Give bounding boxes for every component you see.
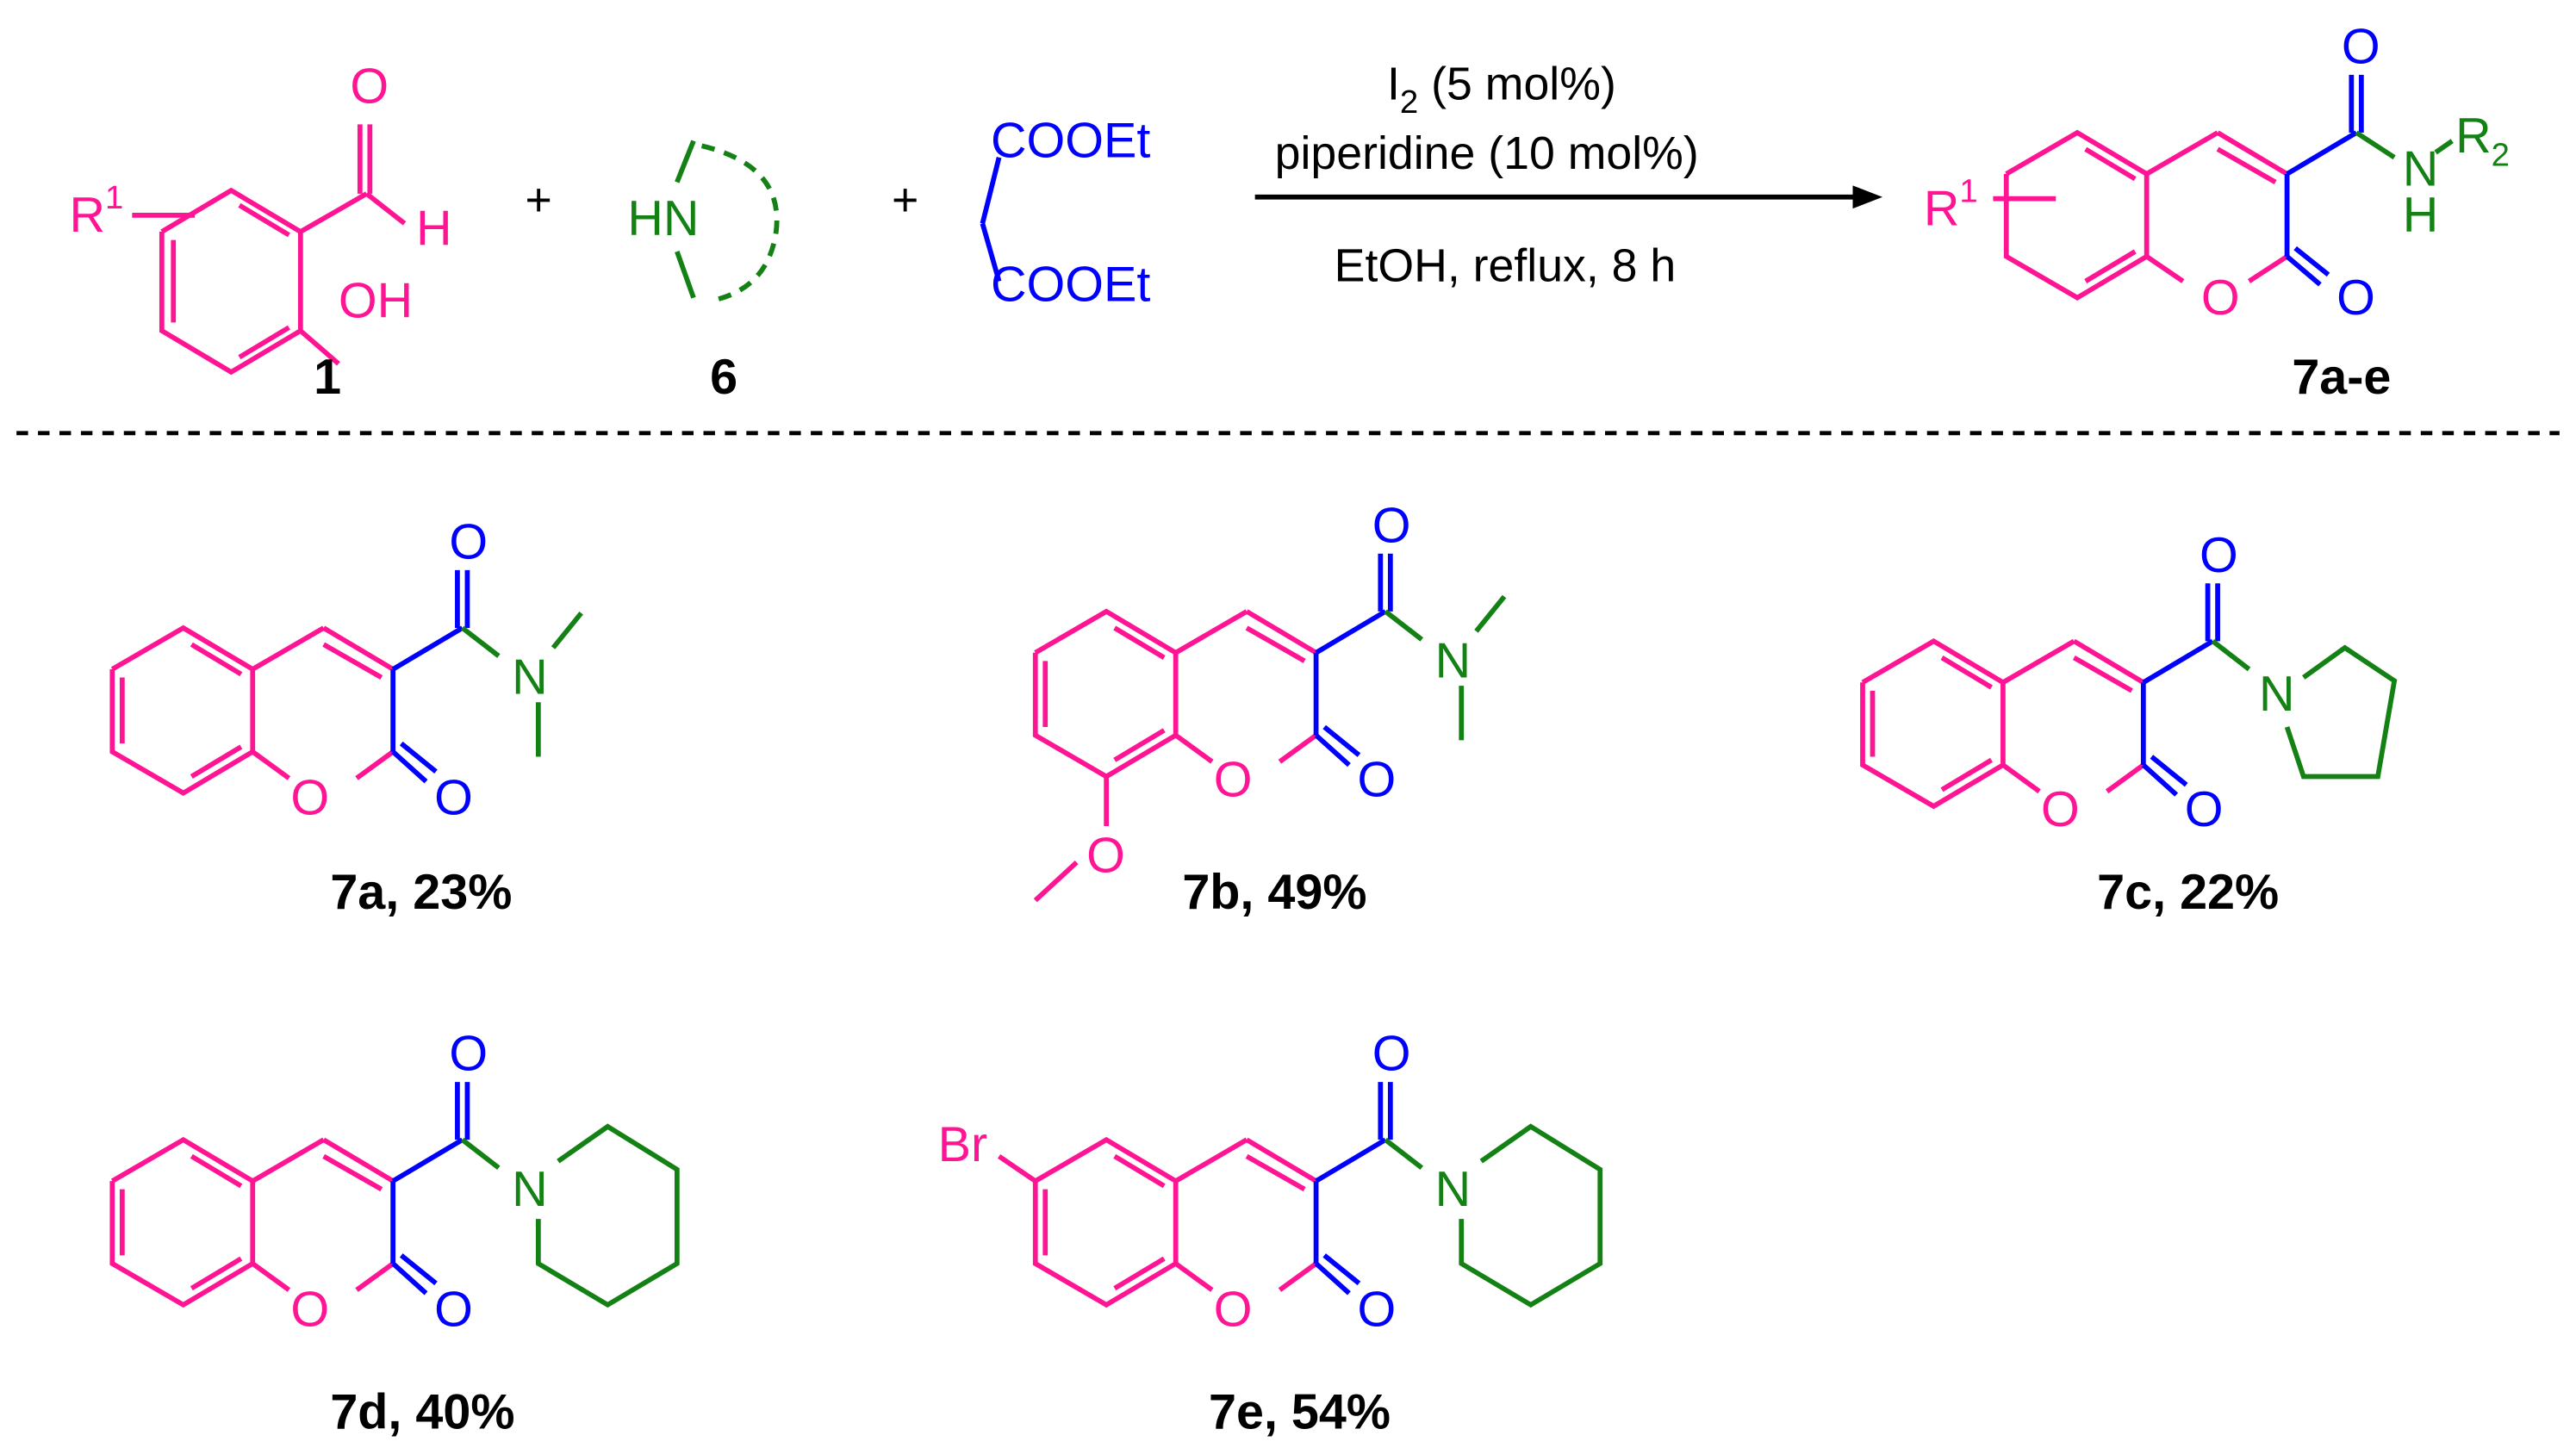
product-7e: O O O N Br 7e, 54% xyxy=(938,1027,1603,1440)
caption-7c: 7c, 22% xyxy=(2097,865,2279,920)
amine-nitrogen: N xyxy=(512,650,548,705)
piperidine-ring xyxy=(535,1123,680,1308)
plus-sign: + xyxy=(892,174,918,226)
amine-nitrogen: N xyxy=(2259,667,2295,722)
caption-7b: 7b, 49% xyxy=(1182,865,1366,920)
catalyst-iodine: I2 (5 mol%) xyxy=(1387,59,1616,121)
ring-oxygen: O xyxy=(290,771,329,826)
hydroxyl-label: OH xyxy=(339,274,413,329)
reactant-3-diethyl-malonate: COOEt COOEt xyxy=(980,114,1150,313)
lactone-oxygen: O xyxy=(1358,1283,1397,1338)
amide-nitrogen: N xyxy=(2403,141,2439,196)
ring-oxygen: O xyxy=(2201,270,2240,326)
amide-oxygen: O xyxy=(2200,528,2238,583)
solvent-conditions: EtOH, reflux, 8 h xyxy=(1335,239,1677,291)
amide-oxygen: O xyxy=(1372,1027,1411,1082)
ring-oxygen: O xyxy=(2041,782,2080,837)
amide-oxygen: O xyxy=(2342,19,2380,74)
piperidine-ring xyxy=(1459,1123,1603,1308)
product-7a: O O O N 7a, 23% xyxy=(112,515,583,920)
ring-oxygen: O xyxy=(1214,753,1253,808)
plus-sign: + xyxy=(526,174,552,226)
aldehyde-hydrogen: H xyxy=(416,201,452,256)
lactone-oxygen: O xyxy=(2185,782,2224,837)
aldehyde-oxygen: O xyxy=(350,59,389,114)
amine-nitrogen: N xyxy=(1435,1162,1472,1217)
ester-top: COOEt xyxy=(991,114,1150,169)
lactone-oxygen: O xyxy=(434,771,473,826)
caption-7e: 7e, 54% xyxy=(1209,1385,1391,1440)
caption-7a: 7a, 23% xyxy=(330,865,512,920)
lactone-oxygen: O xyxy=(434,1283,473,1338)
pyrrolidine-ring xyxy=(2284,644,2398,780)
product-7b: O O O N O 7b, 49% xyxy=(1036,498,1507,920)
amide-hydrogen: H xyxy=(2403,188,2439,243)
ring-oxygen: O xyxy=(290,1283,329,1338)
product-generic-coumarin-amide: R1 O O O N H R2 7a-e xyxy=(1924,19,2510,404)
reaction-arrow-head xyxy=(1852,185,1882,209)
amide-oxygen: O xyxy=(449,1027,488,1082)
amine-nitrogen: N xyxy=(512,1162,548,1217)
substituent-r1: R1 xyxy=(70,179,124,243)
caption-7d: 7d, 40% xyxy=(330,1385,514,1440)
ring-oxygen: O xyxy=(1214,1283,1253,1338)
amine-label: HN xyxy=(627,191,699,246)
amine-nitrogen: N xyxy=(1435,634,1472,689)
bromine-label: Br xyxy=(938,1117,988,1172)
reactant-1-salicylaldehyde: O H OH R1 1 xyxy=(70,59,452,404)
ester-bottom: COOEt xyxy=(991,258,1150,313)
catalyst-piperidine: piperidine (10 mol%) xyxy=(1275,127,1699,179)
lactone-oxygen: O xyxy=(1358,753,1397,808)
amide-oxygen: O xyxy=(449,515,488,570)
r2-substituent: R2 xyxy=(2455,109,2510,173)
product-substituent-r1: R1 xyxy=(1924,172,1978,236)
amide-oxygen: O xyxy=(1372,498,1411,553)
product-7d: O O O N 7d, 40% xyxy=(112,1027,680,1440)
methoxy-oxygen: O xyxy=(1086,829,1125,884)
reactant-2-cyclic-amine: HN 6 xyxy=(627,140,780,405)
compound-label-7a-e: 7a-e xyxy=(2292,350,2391,405)
product-7c: O O O N 7c, 22% xyxy=(1863,528,2398,920)
compound-label-6: 6 xyxy=(710,350,737,405)
lactone-oxygen: O xyxy=(2336,270,2375,326)
compound-label-1: 1 xyxy=(314,350,341,405)
reaction-conditions: I2 (5 mol%) piperidine (10 mol%) EtOH, r… xyxy=(1254,59,1882,292)
